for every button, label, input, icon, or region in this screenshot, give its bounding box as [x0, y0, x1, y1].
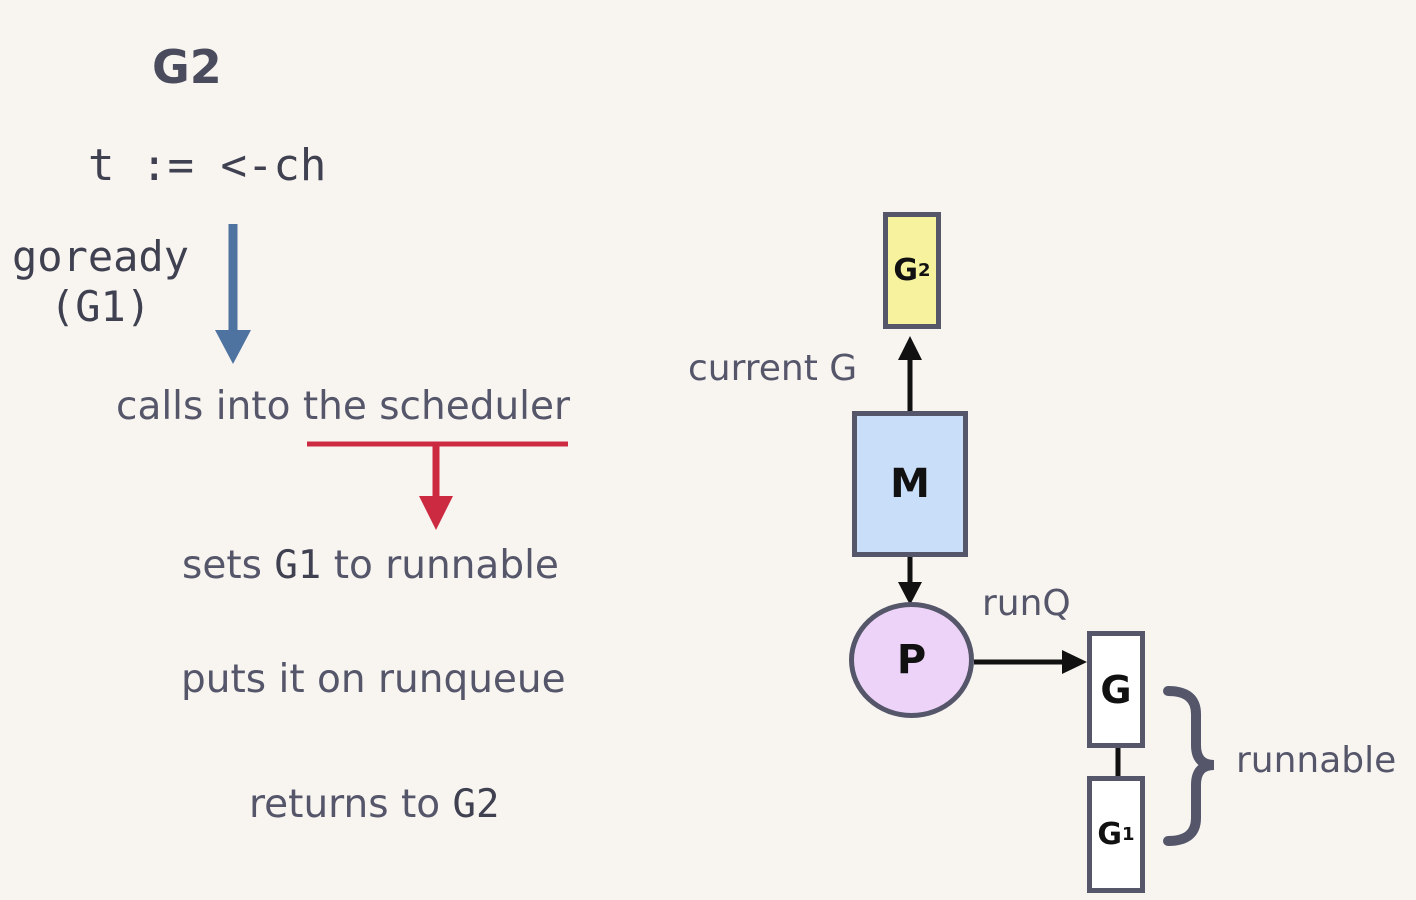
returns-goroutine: G2: [452, 782, 500, 827]
g2-subscript: 2: [918, 260, 931, 281]
goroutine-title: G2: [152, 40, 222, 94]
sets-prefix: sets: [182, 543, 275, 588]
m-to-p-head: [898, 582, 922, 605]
sets-suffix: to runnable: [321, 543, 559, 588]
processor-circle: P: [849, 602, 974, 718]
runq-label: runQ: [982, 583, 1071, 624]
step-returns: returns to G2: [249, 782, 499, 827]
goready-line2: (G1): [49, 282, 152, 331]
runq-goroutine-box: G: [1087, 631, 1145, 748]
step-sets-runnable: sets G1 to runnable: [182, 543, 559, 588]
red-arrow-head: [419, 496, 453, 530]
runnable-label: runnable: [1236, 740, 1397, 781]
current-g-label: current G: [688, 348, 858, 389]
g1-letter: G: [1097, 817, 1123, 852]
g2-letter: G: [893, 253, 919, 288]
goready-line1: goready: [12, 232, 190, 281]
step-puts-runqueue: puts it on runqueue: [181, 657, 566, 702]
runnable-brace: [1163, 686, 1215, 846]
p-to-runq-head: [1062, 650, 1087, 674]
returns-prefix: returns to: [249, 782, 453, 827]
sets-goroutine: G1: [274, 543, 322, 588]
machine-box: M: [852, 411, 968, 557]
goready-call: goready (G1): [12, 232, 189, 332]
code-line: t := <-ch: [88, 140, 327, 191]
step-calls-scheduler: calls into the scheduler: [116, 384, 571, 429]
m-to-g2-head: [898, 336, 922, 360]
g1-subscript: 1: [1122, 824, 1135, 845]
blue-arrow-head: [215, 330, 251, 364]
